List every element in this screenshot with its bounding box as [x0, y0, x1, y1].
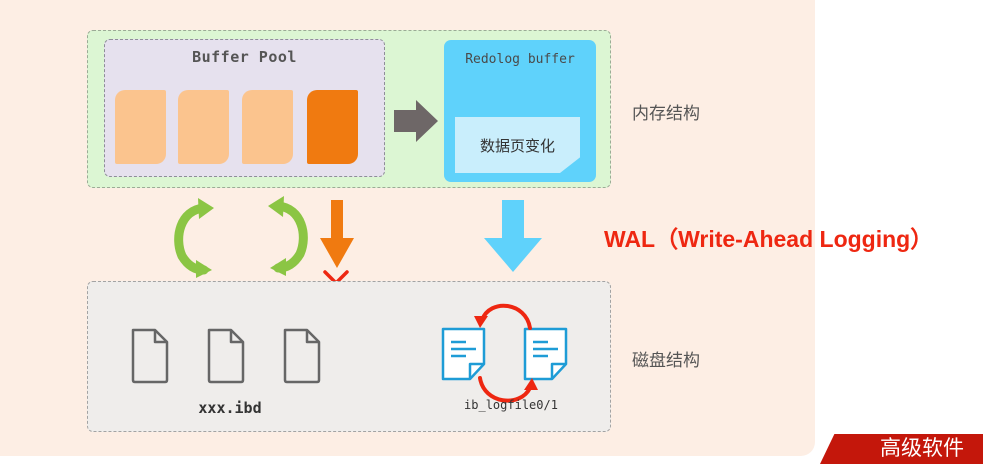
corner-banner-text: 高级软件 [880, 436, 964, 460]
wal-label: WAL（Write-Ahead Logging） [604, 226, 934, 252]
down-arrow-icon [320, 200, 354, 268]
memory-structure-label: 内存结构 [632, 104, 700, 124]
refresh-arrow-icon [268, 196, 308, 276]
cycle-arrow-icon [474, 303, 532, 330]
redolog-buffer-title: Redolog buffer [465, 52, 575, 67]
dirty-buffer-page [307, 90, 358, 164]
redo-change-label: 数据页变化 [479, 137, 555, 155]
refresh-arrow-icon [174, 198, 214, 278]
buffer-page [242, 90, 293, 164]
disk-structure-box [87, 281, 611, 432]
down-arrow-icon [484, 200, 542, 272]
document-icon [207, 328, 245, 384]
buffer-page [115, 90, 166, 164]
text-document-icon [441, 327, 486, 381]
document-icon [283, 328, 321, 384]
ibd-file-label: xxx.ibd [198, 399, 262, 417]
buffer-page [178, 90, 229, 164]
buffer-pool-title: Buffer Pool [192, 48, 297, 66]
cycle-arrow-icon [478, 376, 538, 403]
right-arrow-icon [394, 100, 438, 142]
logfile-label: ib_logfile0/1 [464, 398, 558, 412]
disk-structure-label: 磁盘结构 [632, 351, 700, 371]
redo-change-card [455, 117, 580, 173]
document-icon [131, 328, 169, 384]
text-document-icon [523, 327, 568, 381]
